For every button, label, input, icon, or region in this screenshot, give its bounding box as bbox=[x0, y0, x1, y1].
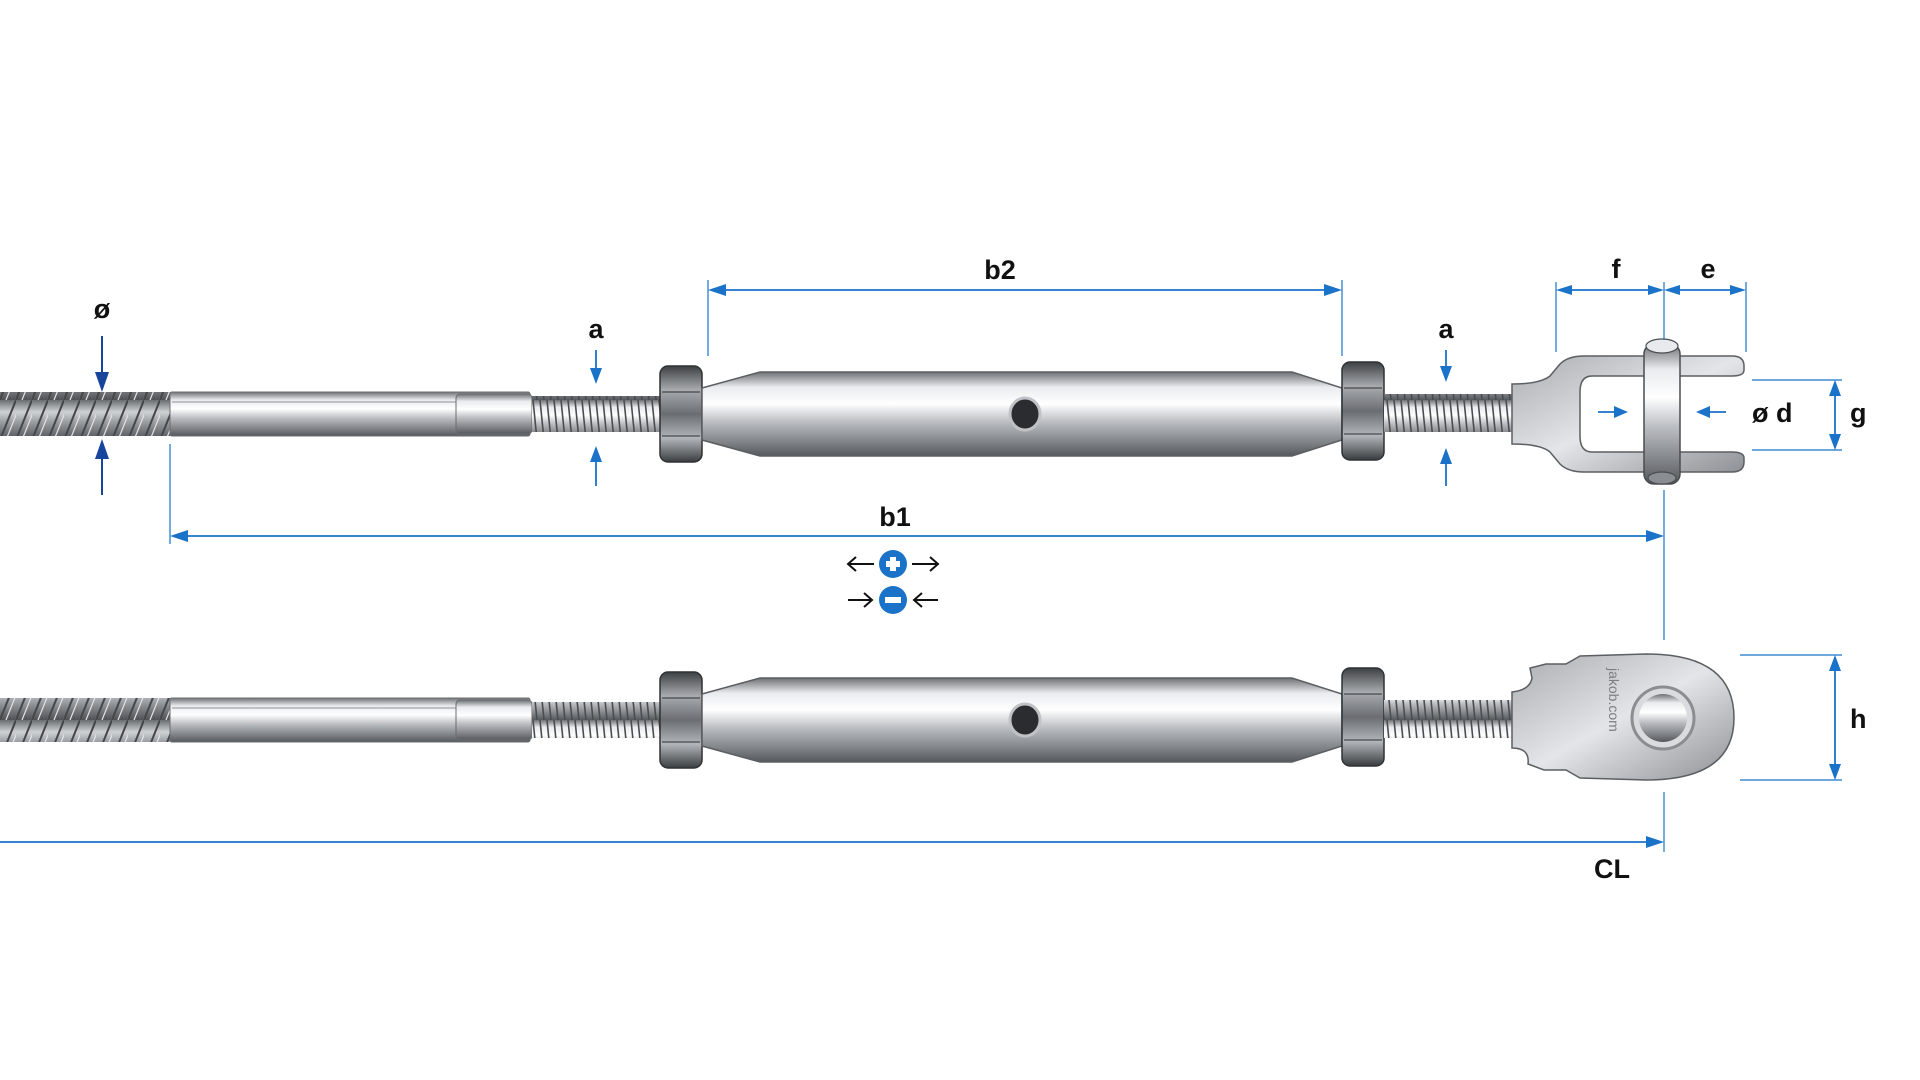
label-g: g bbox=[1850, 398, 1867, 428]
label-a-left: a bbox=[588, 314, 604, 344]
dimension-a-left: a bbox=[588, 314, 604, 486]
label-pin-diameter: ø d bbox=[1752, 398, 1793, 428]
fork-terminal bbox=[1511, 355, 1745, 473]
dimension-a-right: a bbox=[1438, 314, 1454, 486]
label-diameter: ø bbox=[94, 294, 111, 324]
label-cl: CL bbox=[1594, 854, 1630, 884]
dimension-g: g bbox=[1752, 379, 1867, 451]
eye-terminal bbox=[1511, 653, 1735, 781]
fork-turnbuckle-assembly bbox=[0, 338, 1745, 485]
shorten-indicator bbox=[848, 586, 938, 614]
label-a-right: a bbox=[1438, 314, 1454, 344]
left-lock-nut-lower bbox=[659, 671, 703, 769]
dimension-f-e: f e bbox=[1555, 254, 1747, 352]
dimension-cable-diameter: ø bbox=[94, 294, 111, 495]
wire-rope bbox=[0, 392, 172, 436]
left-thread-lower bbox=[532, 702, 660, 738]
lengthen-indicator bbox=[846, 550, 940, 578]
eye-turnbuckle-assembly: jakob.com bbox=[0, 653, 1735, 781]
right-lock-nut bbox=[1341, 361, 1385, 461]
adjustment-legend bbox=[846, 550, 940, 614]
body-inspection-hole bbox=[1008, 396, 1042, 432]
label-b2: b2 bbox=[984, 255, 1016, 285]
dimension-pin-diameter: ø d bbox=[1598, 398, 1793, 428]
left-lock-nut bbox=[659, 365, 703, 463]
dimension-cl: CL bbox=[0, 792, 1665, 884]
label-f: f bbox=[1612, 254, 1622, 284]
clevis-pin bbox=[1643, 343, 1681, 485]
dimension-b1: b1 bbox=[169, 444, 1665, 640]
dimension-b2: b2 bbox=[707, 255, 1343, 356]
right-lock-nut-lower bbox=[1341, 667, 1385, 767]
right-thread bbox=[1384, 394, 1516, 432]
left-thread bbox=[532, 396, 660, 432]
label-e: e bbox=[1700, 254, 1715, 284]
wire-rope-lower bbox=[0, 698, 172, 742]
right-thread-lower bbox=[1384, 700, 1516, 738]
label-h: h bbox=[1850, 704, 1867, 734]
dimension-h: h bbox=[1740, 654, 1867, 781]
label-b1: b1 bbox=[879, 502, 911, 532]
brand-mark: jakob.com bbox=[1606, 667, 1622, 732]
body-inspection-hole-lower bbox=[1008, 702, 1042, 738]
